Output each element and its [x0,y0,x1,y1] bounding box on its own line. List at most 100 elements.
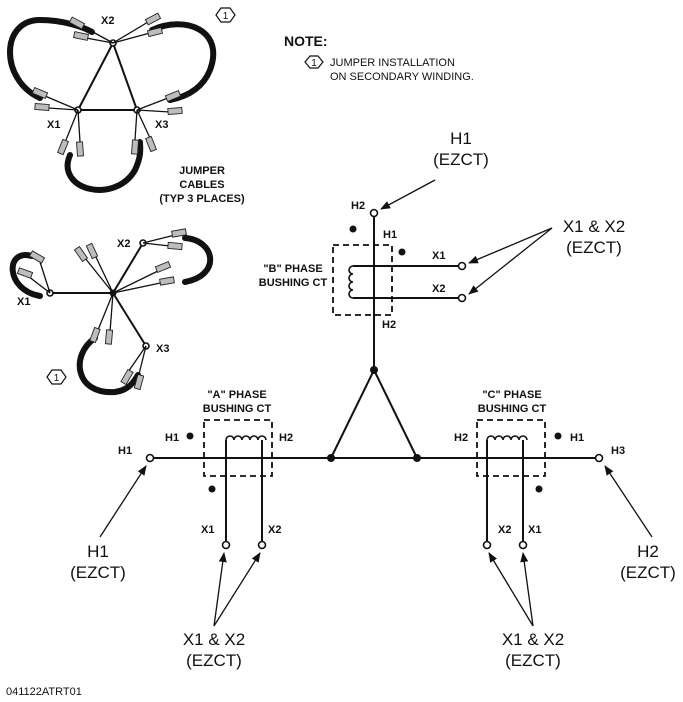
a-phase-coil [225,435,267,441]
a-phase-label-h1-terminal: H1 [118,445,132,457]
a-phase-ct-box [203,419,273,477]
c-phase-arrow-x2 [488,552,534,627]
inset-bottom-jumper-cable-2 [182,235,214,285]
b-phase-polarity-dot-primary [349,225,357,233]
delta-node-top [370,366,378,374]
svg-text:1: 1 [54,373,60,384]
c-phase-arrow-x1 [520,552,534,627]
a-phase-callout-h1-sub: (EZCT) [70,563,126,582]
inset-bottom-wye: X2 X1 X3 1 [9,228,214,396]
c-phase-label-x1: X1 [528,524,541,536]
a-phase-arrow-h1 [99,465,147,538]
c-phase-label-h1: H1 [570,432,584,444]
c-phase-arrow-h2 [604,465,653,538]
b-phase-ct: H2 H1 H2 X1 X2 "B" PHASE BUSHING CT H1 (… [259,129,625,331]
inset-bottom-marker-icon: 1 [46,369,67,385]
b-phase-title-line-2: BUSHING CT [259,277,328,289]
a-phase-label-x2: X2 [268,524,281,536]
c-phase-coil [486,435,528,441]
c-phase-terminal-x1 [518,540,528,550]
b-phase-label-x1: X1 [432,250,445,262]
note-line-1: JUMPER INSTALLATION [330,57,455,69]
a-phase-title-line-1: "A" PHASE [207,389,266,401]
inset-bottom-label-x2: X2 [117,238,130,250]
a-phase-polarity-dot-primary [186,432,194,440]
inset-bottom-jumper-cable-1 [9,252,43,299]
c-phase-ct-box [476,419,546,477]
figure-code: 041122ATRT01 [6,686,82,698]
b-phase-coil [348,265,354,299]
c-phase-title-line-1: "C" PHASE [482,389,541,401]
inset-bottom-label-x3: X3 [156,343,169,355]
c-phase-polarity-dot-secondary [535,485,543,493]
note-line-2: ON SECONDARY WINDING. [330,71,474,83]
a-phase-ct: H1 H1 H2 X1 X2 "A" PHASE BUSHING CT H1 (… [70,389,293,670]
a-phase-terminal-x1 [221,540,231,550]
a-phase-label-h1: H1 [165,432,179,444]
b-phase-polarity-dot-secondary [398,248,406,256]
note-title: NOTE: [284,33,328,49]
a-phase-terminal-x2 [257,540,267,550]
inset-top-leads [44,21,171,143]
b-phase-callout-x: X1 & X2 [563,217,625,236]
c-phase-label-x2: X2 [498,524,511,536]
c-phase-ct: H2 H1 H3 X2 X1 "C" PHASE BUSHING CT H2 (… [454,389,676,670]
a-phase-arrow-x2 [213,552,261,627]
inset-top-clamps [31,12,183,157]
c-phase-callout-h2: H2 [637,542,659,561]
b-phase-arrow-h1 [380,179,436,210]
a-phase-label-h2: H2 [279,432,293,444]
c-phase-terminal-h3 [594,453,604,463]
inset-top-marker-icon: 1 [215,7,236,23]
b-phase-terminal-h2 [369,208,379,218]
inset-bottom-clamps [16,228,187,391]
delta-node-right [413,454,421,462]
a-phase-callout-x: X1 & X2 [183,630,245,649]
c-phase-callout-x-sub: (EZCT) [505,651,561,670]
note-block: NOTE: 1 JUMPER INSTALLATION ON SECONDARY… [284,33,474,83]
inset-top-label-x3: X3 [155,119,168,131]
b-phase-callout-h1: H1 [450,129,472,148]
inset-top-jumper-cable-1 [7,16,95,101]
delta-node-left [327,454,335,462]
a-phase-polarity-dot-secondary [208,485,216,493]
a-phase-callout-h1: H1 [87,542,109,561]
svg-text:1: 1 [223,11,229,22]
svg-text:1: 1 [311,58,317,69]
note-marker-icon: 1 [304,55,324,69]
b-phase-arrow-x1 [468,227,553,264]
b-phase-title-line-1: "B" PHASE [263,263,322,275]
c-phase-title-line-2: BUSHING CT [478,403,547,415]
inset-bottom-label-x1: X1 [17,296,30,308]
a-phase-label-x1: X1 [201,524,214,536]
main-delta [150,215,599,462]
b-phase-callout-h1-sub: (EZCT) [433,150,489,169]
c-phase-label-h2: H2 [454,432,468,444]
b-phase-label-h1: H1 [383,229,397,241]
b-phase-arrow-x2 [468,227,553,295]
inset-top-label-x1: X1 [47,119,60,131]
b-phase-callout-x-sub: (EZCT) [566,238,622,257]
inset-top-jumper-cable-3 [64,139,144,193]
b-phase-label-h2-top: H2 [351,200,365,212]
inset-bottom-jumper-cable-3 [76,335,141,396]
a-phase-callout-x-sub: (EZCT) [186,651,242,670]
b-phase-terminal-x1 [457,261,467,271]
inset-top-jumper-cable-2 [149,21,217,103]
b-phase-label-h2-bottom: H2 [382,319,396,331]
jumper-cables-label: JUMPER CABLES (TYP 3 PLACES) [159,165,245,205]
c-phase-callout-h2-sub: (EZCT) [620,563,676,582]
inset-top-triangle [76,40,139,111]
svg-text:CABLES: CABLES [179,179,224,191]
a-phase-terminal-h1 [145,453,155,463]
inset-top-delta: 1 [7,7,236,193]
b-phase-label-x2: X2 [432,283,445,295]
a-phase-arrow-x1 [213,552,227,627]
c-phase-polarity-dot-primary [554,432,562,440]
a-phase-title-line-2: BUSHING CT [203,403,272,415]
c-phase-terminal-x2 [482,540,492,550]
c-phase-label-h3-terminal: H3 [611,445,625,457]
inset-top-label-x2: X2 [101,15,114,27]
svg-text:JUMPER: JUMPER [179,165,225,177]
